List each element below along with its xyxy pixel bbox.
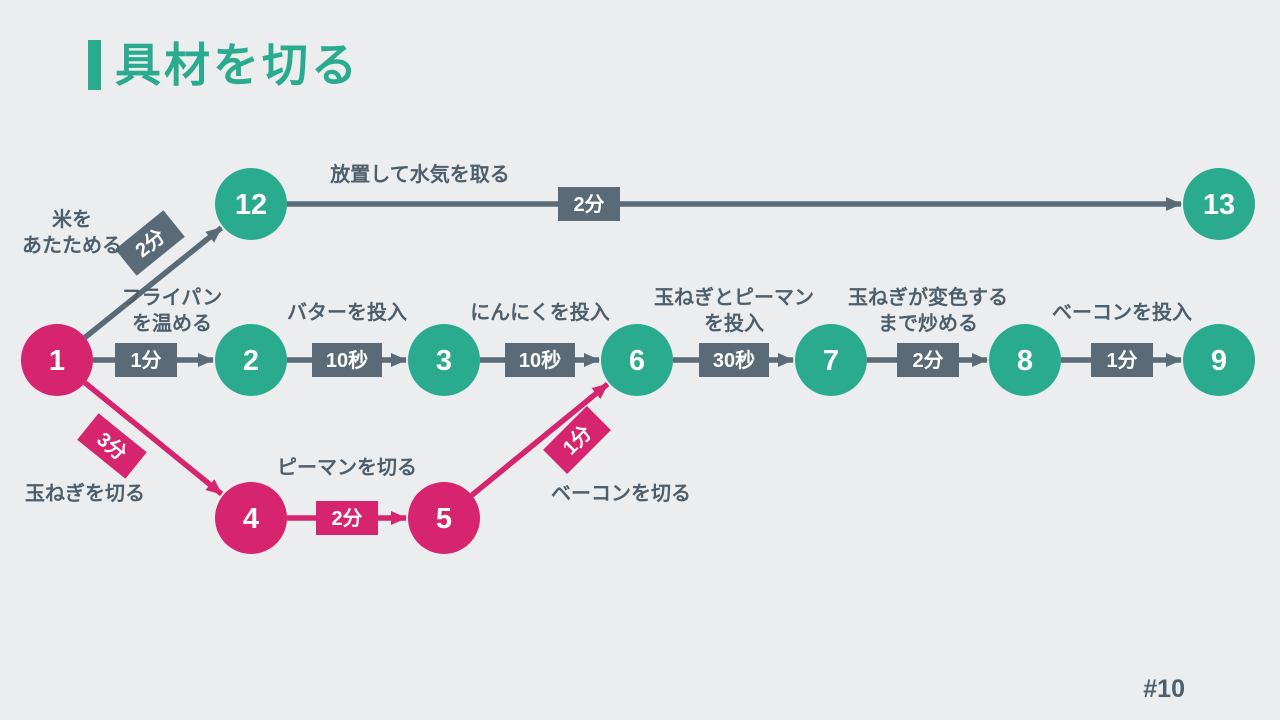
edge-duration-badge-2-3: 10秒 <box>312 343 382 377</box>
edge-duration-text: 1分 <box>130 349 161 372</box>
process-node-number: 4 <box>243 503 259 535</box>
edge-label-12-13: 放置して水気を取る <box>329 162 509 186</box>
process-node-12: 12 <box>215 168 287 240</box>
edge-label-4-5: ピーマンを切る <box>277 456 417 479</box>
edge-duration-text: 10秒 <box>519 348 561 372</box>
process-node-number: 2 <box>243 345 259 377</box>
edge-duration-badge-4-5: 2分 <box>316 501 378 535</box>
process-node-9: 9 <box>1183 324 1255 396</box>
edge-label-1-2: フライパン <box>122 286 223 309</box>
edge-label-1-2: を温める <box>132 311 212 335</box>
edge-label-7-8: まで炒める <box>878 312 978 335</box>
edge-duration-badge-6-7: 30秒 <box>699 343 769 377</box>
edge-line-1-4 <box>83 380 224 497</box>
edge-label-5-6: ベーコンを切る <box>551 482 691 505</box>
edge-label-1-12: 米を <box>52 208 92 231</box>
edge-duration-text: 30秒 <box>713 348 755 372</box>
process-node-number: 1 <box>49 345 65 377</box>
process-node-4: 4 <box>215 482 287 554</box>
slide-title: 具材を切る <box>88 40 360 90</box>
process-node-number: 7 <box>823 345 839 377</box>
process-node-number: 3 <box>436 345 452 377</box>
edge-duration-text: 2分 <box>331 507 362 530</box>
process-node-3: 3 <box>408 324 480 396</box>
edge-duration-badge-1-2: 1分 <box>115 343 177 377</box>
title-accent-bar <box>88 40 101 90</box>
edge-label-6-7: を投入 <box>704 311 764 335</box>
edge-label-3-6: にんにくを投入 <box>470 300 610 324</box>
edge-duration-badge-12-13: 2分 <box>558 187 620 221</box>
edge-duration-text: 10秒 <box>326 348 368 372</box>
process-node-number: 12 <box>235 189 267 221</box>
process-node-number: 6 <box>629 345 645 377</box>
edge-label-8-9: ベーコンを投入 <box>1052 300 1192 324</box>
edge-label-6-7: 玉ねぎとピーマン <box>654 285 814 309</box>
process-node-number: 9 <box>1211 345 1227 377</box>
process-node-8: 8 <box>989 324 1061 396</box>
edge-line-1-12 <box>83 225 224 340</box>
edge-duration-badge-3-6: 10秒 <box>505 343 575 377</box>
edge-duration-badge-8-9: 1分 <box>1091 343 1153 377</box>
edge-label-2-3: バターを投入 <box>287 300 407 324</box>
process-node-2: 2 <box>215 324 287 396</box>
process-node-number: 5 <box>436 503 452 535</box>
edge-duration-badge-5-6: 1分 <box>543 406 611 474</box>
edge-line-5-6 <box>470 381 610 498</box>
process-node-number: 8 <box>1017 345 1033 377</box>
edge-duration-badge-7-8: 2分 <box>897 343 959 377</box>
process-node-13: 13 <box>1183 168 1255 240</box>
edge-label-1-4: 玉ねぎを切る <box>25 481 145 505</box>
page-title: 具材を切る <box>115 39 360 91</box>
edge-label-1-12: あたためる <box>22 234 122 257</box>
page-number: #10 <box>1143 675 1185 703</box>
edge-duration-text: 1分 <box>1106 349 1137 372</box>
process-node-5: 5 <box>408 482 480 554</box>
process-node-6: 6 <box>601 324 673 396</box>
edge-duration-text: 2分 <box>573 193 604 216</box>
edge-duration-text: 2分 <box>912 349 943 372</box>
edge-label-7-8: 玉ねぎが変色する <box>848 285 1008 309</box>
process-node-7: 7 <box>795 324 867 396</box>
process-node-number: 13 <box>1203 189 1235 221</box>
process-node-1: 1 <box>21 324 93 396</box>
